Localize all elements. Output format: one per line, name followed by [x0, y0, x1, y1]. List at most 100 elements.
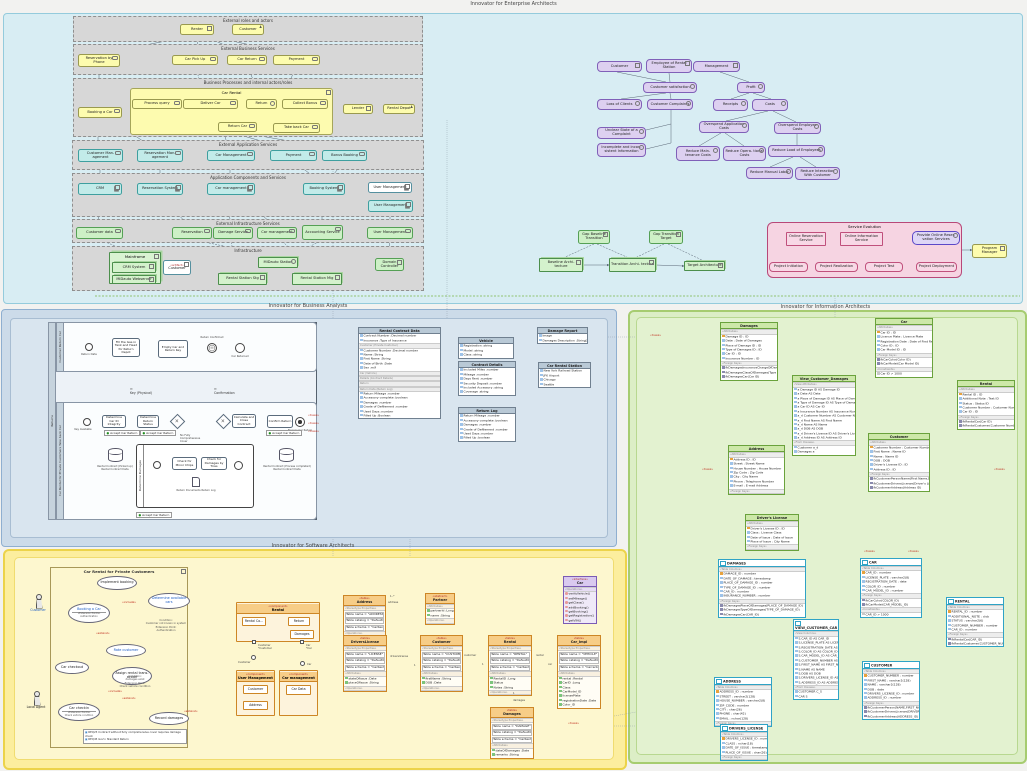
car-pick-up[interactable]: Car Pick Up — [172, 55, 218, 65]
task-determine-return-status[interactable]: Determine Return Status — [137, 415, 159, 428]
rental-station-mig-node[interactable]: Rental Station Mig — [292, 273, 342, 285]
actor-local-agent[interactable]: Local Agent — [27, 691, 45, 713]
assessment-unclear-state[interactable]: Unclear State of a Complaint — [597, 127, 646, 139]
program-manager[interactable]: Program Manager — [972, 244, 1007, 258]
class-partner[interactable]: «abstract»Partner«Attributes»partnerId :… — [425, 593, 455, 625]
project-deployment[interactable]: Project Deployment — [916, 262, 957, 272]
entity-customer[interactable]: Customer«Attributes»Customer Number : Cu… — [868, 433, 930, 492]
event-return-confirmed[interactable]: ✉ — [207, 343, 217, 353]
reservation-by-phone[interactable]: Reservation by Phone — [78, 54, 120, 67]
start-event-return-date[interactable] — [85, 343, 93, 351]
reservation-management-app[interactable]: Reservation Man- agement — [137, 149, 183, 162]
assessment-incomplete-info[interactable]: Incomplete and incon- sistent Informatio… — [597, 143, 646, 157]
actor-customer[interactable]: Customer — [30, 594, 46, 616]
crm-component[interactable]: CRM — [78, 183, 122, 195]
assessment-loss-of-clients[interactable]: Loss of Clients — [597, 99, 642, 110]
task-calculate-close-contract[interactable]: Calculate and Close Contract — [232, 414, 256, 428]
usecase-car-checkin[interactable]: Car checkin«Extension Points»Check vehic… — [58, 703, 100, 721]
goal-reduce-load[interactable]: Reduce Load of Employees — [768, 145, 825, 157]
gap-transition-target[interactable]: Gap Transition Target — [649, 230, 683, 244]
car-management-app[interactable]: Car Management — [207, 150, 255, 161]
usecase-rate-customer[interactable]: Rate customer — [106, 644, 146, 657]
damage-service-infra[interactable]: Damage Service — [213, 227, 253, 239]
midauto-webserver-node[interactable]: MIDauto Webserver — [112, 275, 156, 284]
document-return-log[interactable] — [192, 477, 200, 487]
car-management-infra[interactable]: Car management — [257, 227, 297, 239]
usecase-booking-a-car[interactable]: Booking a Car«Extension Points»Authentic… — [68, 603, 110, 623]
usecase-record-damages[interactable]: Record damages — [149, 712, 189, 725]
provide-online-reservation[interactable]: Provide Online Reser- vation Services — [912, 231, 960, 245]
driver-costs[interactable]: Costs — [752, 99, 788, 111]
part-car-data[interactable]: Car Data — [286, 685, 311, 695]
view-customer-damages[interactable]: View_Customer_Damages«View Attributes»a … — [792, 375, 856, 456]
end-event-process-car-return[interactable] — [295, 417, 305, 427]
baseline-architecture[interactable]: Baseline Archi- tecture — [539, 258, 583, 272]
badge-accept-car-return-4[interactable]: Accept Car Return — [136, 512, 172, 518]
usecase-determine-available-cars[interactable]: Determine available cars — [148, 593, 190, 609]
project-test[interactable]: Project Test — [865, 262, 903, 272]
class-rental[interactable]: «table»Rental«Stereotype Properties»Tabl… — [488, 635, 532, 697]
bonus-booking-app[interactable]: Bonus Booking — [322, 150, 367, 161]
lender-role[interactable]: Lender — [343, 104, 373, 114]
class-address[interactable]: «table»Address«Stereotype Properties»Tab… — [343, 595, 386, 638]
payment-app[interactable]: Payment — [270, 150, 317, 161]
gap-baseline-transition[interactable]: Gap Baseline Transition — [578, 230, 610, 244]
car-management-component[interactable]: Car management — [207, 183, 255, 195]
usecase-frame-car-rental[interactable]: Car Rental for Private Customers — [50, 567, 188, 748]
customer-artifact[interactable]: «artifact»Customer — [163, 260, 191, 275]
task-check-damages-tires[interactable]: Check for Damages by Tires — [201, 457, 227, 470]
customer-management-app[interactable]: Customer Man- agement — [78, 149, 123, 162]
part-rental-contract[interactable]: Rental Co... — [242, 617, 266, 626]
online-reservation-service-deliverable[interactable]: Online Reservation Service — [786, 232, 826, 246]
stakeholder-management[interactable]: Management — [693, 61, 740, 72]
port-customer[interactable] — [252, 640, 256, 644]
assessment-overspend-employee[interactable]: Overspend Employee Costs — [774, 122, 821, 134]
collect-bonus[interactable]: Collect Bonus — [282, 99, 328, 109]
entity-drivers-license[interactable]: Driver's License«Attributes»Driver's Lic… — [745, 514, 799, 551]
sub-end-event[interactable] — [234, 461, 243, 470]
part-return[interactable]: Return — [288, 617, 310, 626]
table-address-physical[interactable]: ADDRESS«Table Columns»ADDRESS_ID : numbe… — [714, 677, 772, 728]
process-query[interactable]: Process query — [132, 99, 182, 109]
midauto-station-node[interactable]: MIDauto Station — [258, 257, 298, 268]
deliver-car[interactable]: Deliver Car — [183, 99, 238, 109]
user-management-component-a[interactable]: User Management — [368, 182, 412, 193]
assessment-overspend-application[interactable]: Overspend Application Costs — [699, 121, 749, 133]
badge-accept-car-return-1[interactable]: Accept Car Return — [104, 430, 140, 436]
interface-car[interactable] — [300, 661, 305, 666]
assessment-customer-complaints[interactable]: Customer Complaints — [647, 99, 693, 110]
part-damages[interactable]: Damages — [290, 630, 314, 639]
return-process[interactable]: Return — [246, 99, 277, 109]
goal-reduce-interaction[interactable]: Reduce Interaction With Customer — [795, 167, 840, 180]
return-car[interactable]: Return Car — [218, 122, 257, 132]
part-customer[interactable]: Customer — [243, 685, 268, 694]
task-confirm-return[interactable]: Confirm Return — [267, 415, 293, 428]
car-return-service[interactable]: Car Return — [227, 55, 267, 65]
goal-reduce-operational[interactable]: Reduce Opera- tional Costs — [723, 146, 766, 161]
table-damages-physical[interactable]: DAMAGES«Table Columns»DAMAGE_ID : number… — [718, 559, 806, 619]
start-event-key-available[interactable] — [83, 418, 91, 426]
goal-reduce-manual-labor[interactable]: Reduce Manual Labor — [746, 167, 793, 179]
driver-customer-satisfaction[interactable]: Customer satisfaction — [643, 82, 697, 93]
task-fill-gas[interactable]: Fill the Gas in Tank and Head for Return… — [112, 338, 140, 357]
customer-data-infra[interactable]: Customer data — [76, 227, 123, 239]
rental-depot-actor[interactable]: Rental Depot♟ — [383, 104, 415, 114]
booking-a-car[interactable]: Booking a Car — [78, 107, 122, 118]
project-initiation[interactable]: Project Initiation — [769, 262, 808, 272]
class-car-impl[interactable]: «table»Car_Impl«Stereotype Properties»Ta… — [557, 635, 601, 709]
sub-start-event[interactable] — [153, 461, 161, 469]
task-empty-car[interactable]: Empty Car and Return Key — [158, 340, 188, 358]
badge-accept-car-return-3[interactable]: Accept Car Return — [266, 430, 302, 436]
view-customer-car[interactable]: VIEW_CUSTOMER_CAR«View Columns»S.CAR_ID … — [793, 619, 839, 701]
domain-controller-node[interactable]: Domain Controller — [375, 258, 404, 271]
usecase-car-checkout[interactable]: Car checkout — [55, 661, 89, 674]
